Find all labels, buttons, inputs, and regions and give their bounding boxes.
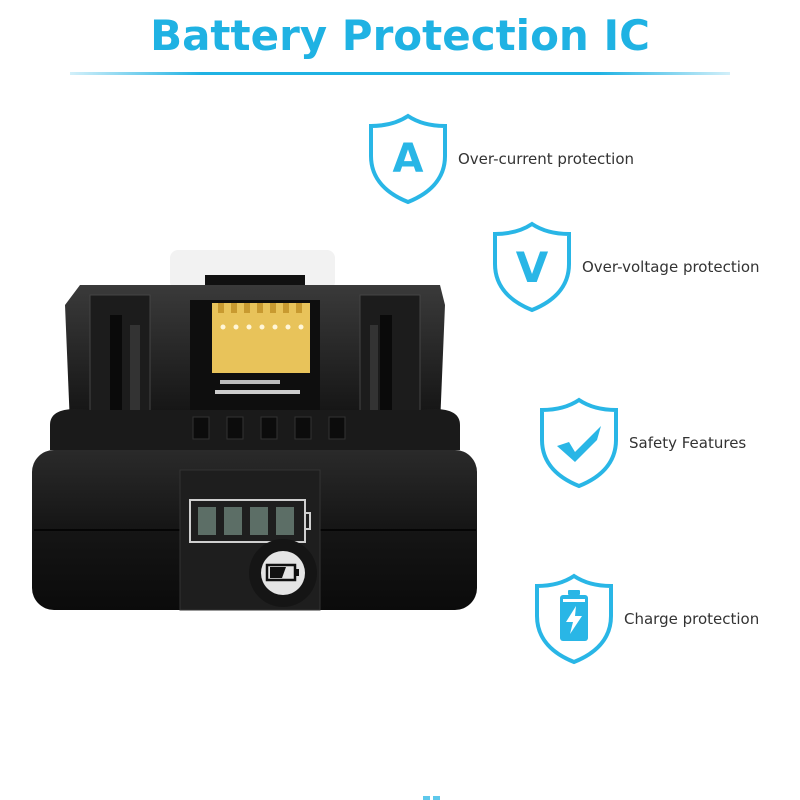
feature-label: Over-current protection: [458, 150, 635, 168]
shield-battery-charge-icon: [535, 573, 613, 665]
title-underline: [70, 72, 730, 75]
svg-text:V: V: [516, 243, 549, 292]
feature-label: Safety Features: [629, 434, 747, 452]
battery-product-image: [32, 250, 477, 611]
shield-letter-a-icon: A: [369, 113, 447, 205]
feature-label: Charge protection: [624, 610, 760, 628]
feature-over-current: A Over-current protection: [366, 112, 634, 206]
svg-text:A: A: [393, 136, 424, 182]
feature-over-voltage: V Over-voltage protection: [490, 220, 760, 314]
page-title: Battery Protection IC: [150, 11, 650, 60]
shield-checkmark-icon: [540, 397, 618, 489]
decorative-mark: [423, 796, 440, 800]
shield-letter-v-icon: V: [493, 221, 571, 313]
feature-safety: Safety Features: [537, 396, 746, 490]
feature-charge: Charge protection: [532, 572, 759, 666]
feature-label: Over-voltage protection: [582, 258, 760, 276]
